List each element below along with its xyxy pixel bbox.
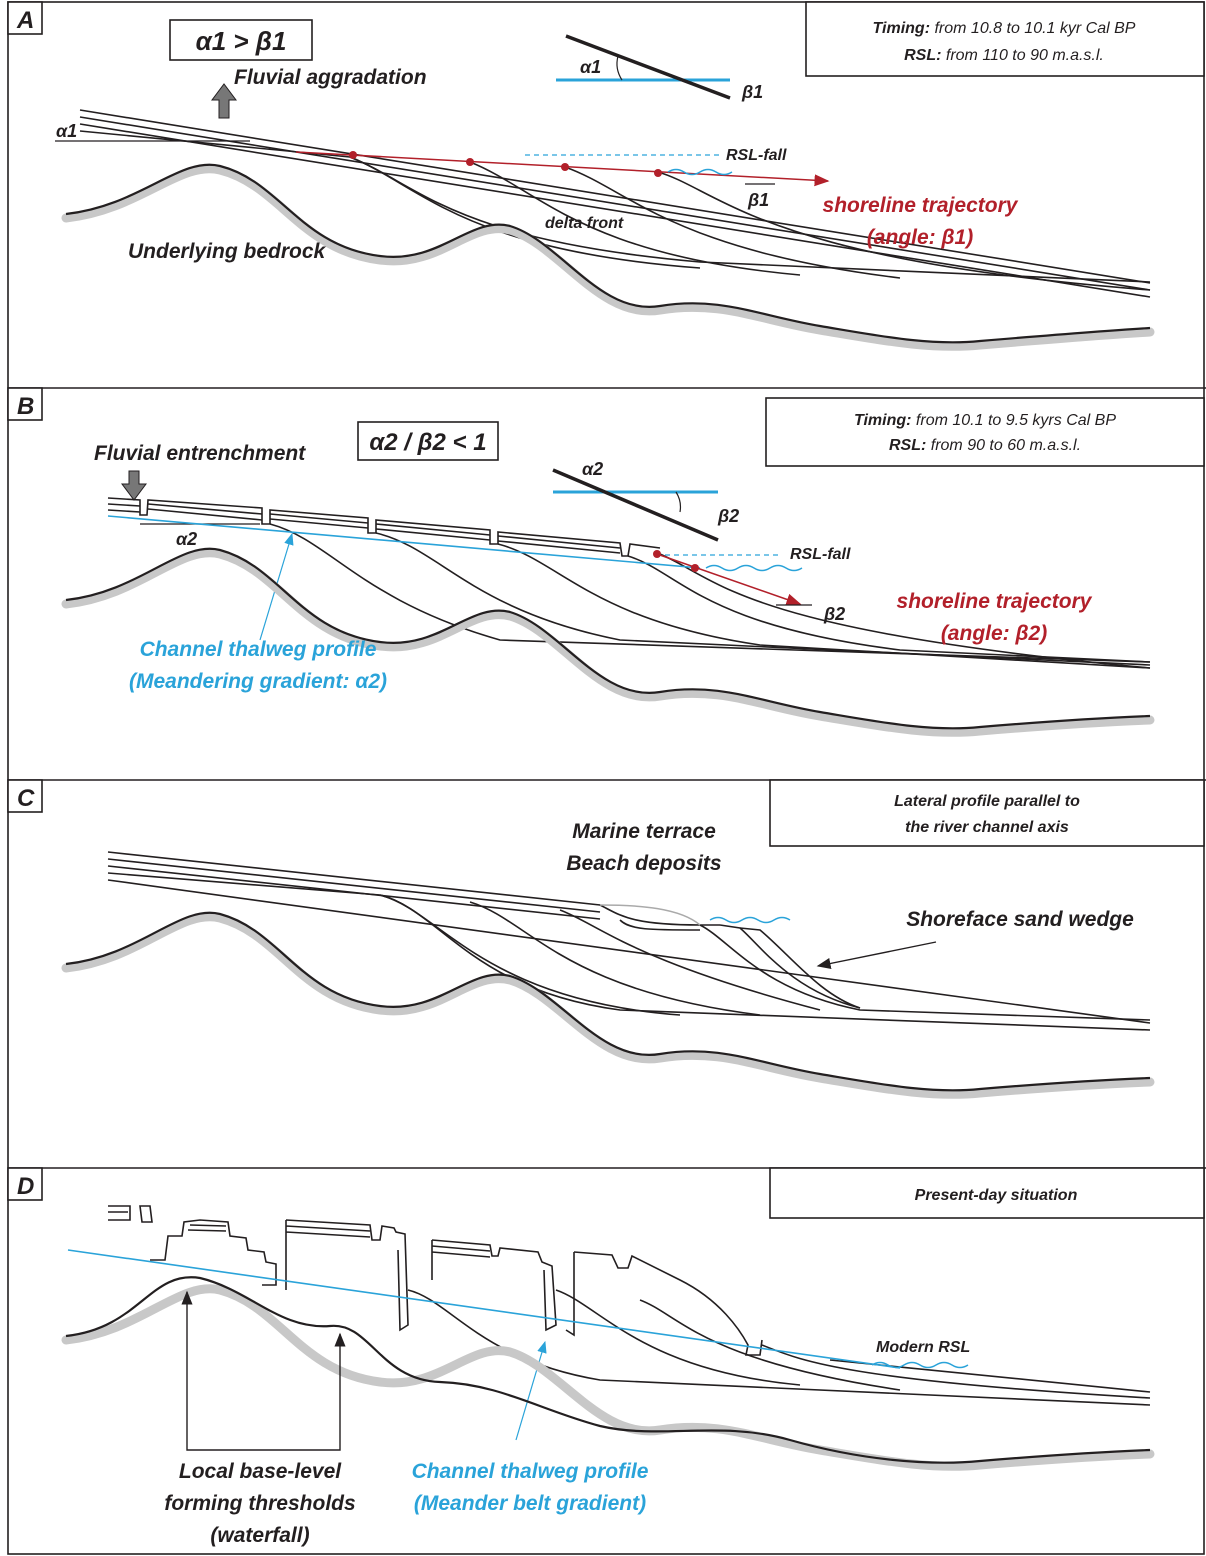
panel-letter-box	[7, 1167, 43, 1201]
panel-d: D Present-day situation Modern RSL Local…	[7, 1167, 1205, 1547]
panel-letter: C	[17, 785, 35, 812]
outer-frame	[7, 1, 1205, 1555]
up-arrow-icon	[211, 83, 237, 119]
threshold-label: (waterfall)	[210, 1524, 309, 1547]
alpha-label: α2	[582, 459, 603, 479]
trajectory-angle-label: (angle: β2)	[941, 622, 1047, 645]
bedrock-label: Underlying bedrock	[128, 240, 327, 263]
process-label: Fluvial entrenchment	[94, 442, 306, 465]
shoreline-trajectory-arrow	[656, 553, 802, 606]
water-wave-icon	[705, 564, 803, 572]
beta-label: β2	[823, 604, 845, 624]
info-box	[769, 1167, 1205, 1219]
thalweg-sub-label: (Meandering gradient: α2)	[129, 670, 387, 693]
threshold-label: forming thresholds	[164, 1492, 355, 1515]
bedrock-surface	[65, 1276, 1151, 1464]
trajectory-angle-label: (angle: β1)	[867, 226, 973, 249]
beta-label: β1	[741, 82, 763, 102]
timing-box	[805, 1, 1205, 77]
bedrock-surface	[65, 163, 1151, 344]
alpha-label: α1	[56, 121, 77, 141]
water-wave-icon	[709, 916, 791, 924]
thalweg-line	[67, 1249, 901, 1369]
ratio-box	[357, 421, 499, 461]
bedrock-surface	[65, 547, 1151, 730]
shoreface-label: Shoreface sand wedge	[906, 908, 1134, 931]
timing-box	[765, 397, 1205, 467]
rsl-line: RSL: from 90 to 60 m.a.s.l.	[889, 437, 1081, 454]
modern-rsl-label: Modern RSL	[876, 1339, 970, 1356]
water-wave-icon	[871, 1361, 969, 1369]
timing-line: Timing: from 10.1 to 9.5 kyrs Cal BP	[854, 412, 1116, 429]
thalweg-sub-label: (Meander belt gradient)	[414, 1492, 646, 1515]
info-line: Present-day situation	[915, 1187, 1078, 1204]
thalweg-line	[107, 515, 701, 569]
panel-letter: A	[16, 7, 34, 34]
panel-c: C Lateral profile parallel to the river …	[7, 779, 1205, 1099]
terrace-label: Beach deposits	[566, 852, 721, 875]
panel-b: B Timing: from 10.1 to 9.5 kyrs Cal BP R…	[7, 387, 1205, 737]
info-line: the river channel axis	[905, 819, 1069, 836]
ratio-label: α1 > β1	[196, 26, 287, 56]
thalweg-label: Channel thalweg profile	[412, 1460, 649, 1483]
terrace-label: Marine terrace	[572, 820, 716, 843]
beta-label: β1	[747, 190, 769, 210]
rsl-label: RSL-fall	[790, 546, 851, 563]
timing-line: Timing: from 10.8 to 10.1 kyr Cal BP	[873, 20, 1136, 37]
slope-line	[565, 34, 731, 100]
panel-letter-box	[7, 387, 43, 421]
angle-arc	[616, 55, 623, 81]
thalweg-label: Channel thalweg profile	[140, 638, 377, 661]
panel-letter: B	[17, 393, 34, 420]
beta-label: β2	[717, 506, 739, 526]
rsl-label: RSL-fall	[726, 147, 787, 164]
delta-front-label: delta front	[545, 215, 624, 232]
ratio-box	[169, 19, 313, 61]
panel-a: A Timing: from 10.8 to 10.1 kyr Cal BP R…	[7, 1, 1205, 351]
panel-letter-box	[7, 779, 43, 813]
trajectory-label: shoreline trajectory	[897, 590, 1093, 613]
slope-line	[552, 468, 719, 542]
water-wave-icon	[667, 168, 733, 176]
rsl-line: RSL: from 110 to 90 m.a.s.l.	[904, 47, 1104, 64]
panel-letter-box	[7, 1, 43, 35]
down-arrow-icon	[121, 470, 147, 501]
process-label: Fluvial aggradation	[234, 66, 427, 89]
info-box	[769, 779, 1205, 847]
bedrock-surface	[65, 911, 1151, 1092]
info-line: Lateral profile parallel to	[894, 793, 1080, 810]
trajectory-label: shoreline trajectory	[823, 194, 1019, 217]
threshold-label: Local base-level	[179, 1460, 342, 1483]
panel-letter: D	[17, 1173, 34, 1200]
alpha-label: α2	[176, 529, 197, 549]
ratio-label: α2 / β2 < 1	[369, 429, 486, 456]
alpha-label: α1	[580, 57, 601, 77]
